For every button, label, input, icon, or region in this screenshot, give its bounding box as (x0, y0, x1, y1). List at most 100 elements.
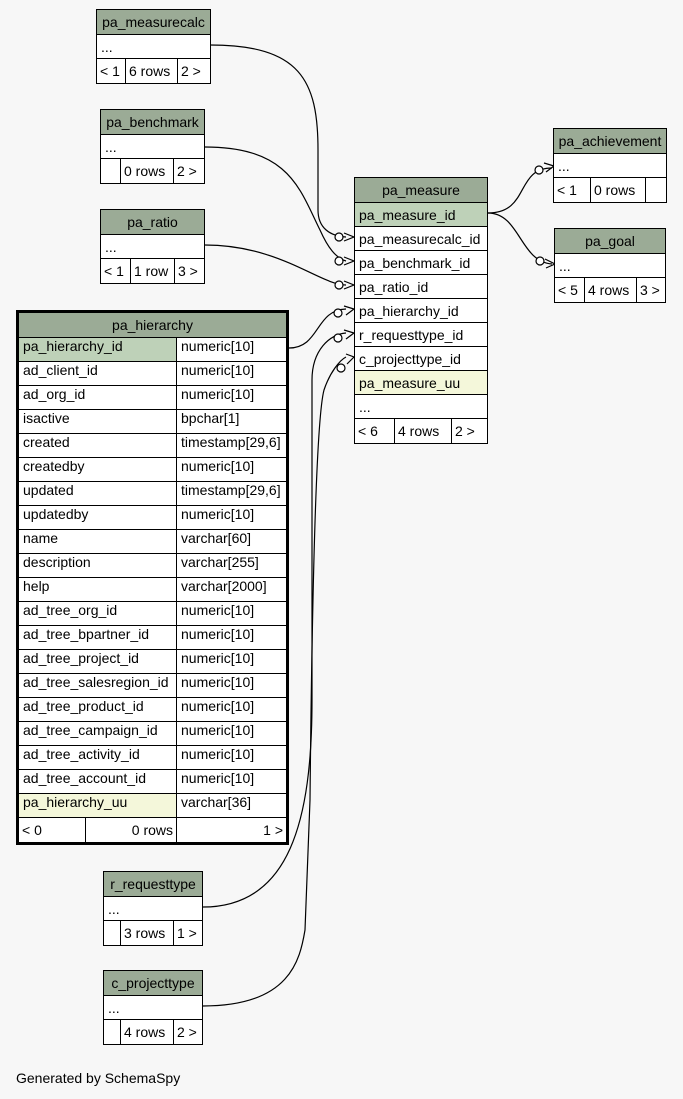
optional-marker (535, 256, 545, 266)
column-name: updatedby (19, 506, 177, 529)
column-fk: c_projecttype_id (355, 347, 487, 371)
children-count[interactable]: 2 > (177, 1024, 197, 1040)
table-footer: < 0 0 rows 1 > (19, 818, 286, 842)
table-pa-hierarchy[interactable]: pa_hierarchy pa_hierarchy_id numeric[10]… (16, 310, 289, 845)
column-type: numeric[10] (181, 458, 255, 474)
table-pa-achievement[interactable]: pa_achievement ... < 1 0 rows (553, 128, 667, 203)
parents-count[interactable] (101, 159, 121, 183)
row-count: 4 rows (585, 278, 637, 302)
column-name: ad_tree_org_id (19, 602, 177, 625)
parents-count[interactable]: < 1 (101, 259, 131, 283)
column-type: numeric[10] (181, 506, 255, 522)
column-ellipsis: ... (97, 35, 210, 59)
table-title[interactable]: r_requesttype (104, 872, 202, 897)
children-count[interactable]: 3 > (640, 282, 660, 298)
row-count: 4 rows (121, 1020, 174, 1044)
table-pa-measurecalc[interactable]: pa_measurecalc ... < 1 6 rows 2 > (96, 9, 211, 84)
children-count[interactable] (646, 178, 666, 202)
table-title[interactable]: pa_goal (555, 229, 665, 254)
table-title[interactable]: pa_measure (355, 178, 487, 203)
column-ellipsis: ... (101, 135, 204, 159)
parents-count[interactable]: < 1 (97, 59, 126, 83)
column-name: ad_tree_account_id (19, 770, 177, 793)
optional-marker (336, 363, 346, 373)
parents-count[interactable]: < 1 (554, 178, 591, 202)
table-title[interactable]: pa_achievement (554, 129, 666, 154)
children-count[interactable]: 2 > (455, 423, 475, 439)
column-type: numeric[10] (181, 770, 255, 786)
edge-goal (487, 212, 553, 265)
column-type: varchar[36] (181, 794, 252, 810)
table-pa-measure[interactable]: pa_measure pa_measure_id pa_measurecalc_… (354, 177, 488, 444)
children-count[interactable]: 2 > (181, 63, 201, 79)
children-count[interactable]: 3 > (178, 263, 198, 279)
row-count: 4 rows (395, 419, 452, 443)
table-title[interactable]: pa_benchmark (101, 110, 204, 135)
parents-count[interactable] (104, 1020, 121, 1044)
edge-benchmark (204, 146, 347, 262)
column-name: name (19, 530, 177, 553)
table-footer: < 6 4 rows 2 > (355, 419, 487, 443)
column-row: pa_hierarchy_uu varchar[36] (19, 794, 286, 818)
parents-count[interactable]: < 0 (19, 818, 86, 842)
column-type: numeric[10] (181, 602, 255, 618)
column-fk: pa_ratio_id (355, 275, 487, 299)
children-count[interactable]: 2 > (177, 163, 197, 179)
column-type: numeric[10] (181, 746, 255, 762)
table-pa-ratio[interactable]: pa_ratio ... < 1 1 row 3 > (100, 209, 205, 284)
parents-count[interactable]: < 5 (555, 278, 585, 302)
column-ellipsis: ... (104, 897, 202, 921)
optional-marker (333, 333, 343, 343)
column-name: ad_tree_activity_id (19, 746, 177, 769)
column-name: ad_tree_campaign_id (19, 722, 177, 745)
table-c-projecttype[interactable]: c_projecttype ... 4 rows 2 > (103, 970, 203, 1045)
generated-by-label: Generated by SchemaSpy (16, 1070, 181, 1086)
row-count: 0 rows (591, 178, 646, 202)
table-title[interactable]: pa_ratio (101, 210, 204, 235)
column-row: pa_hierarchy_id numeric[10] (19, 338, 286, 362)
table-r-requesttype[interactable]: r_requesttype ... 3 rows 1 > (103, 871, 203, 946)
table-footer: < 5 4 rows 3 > (555, 278, 665, 302)
table-pa-benchmark[interactable]: pa_benchmark ... 0 rows 2 > (100, 109, 205, 184)
children-count[interactable]: 1 > (177, 925, 197, 941)
parents-count[interactable] (104, 921, 121, 945)
table-footer: 0 rows 2 > (101, 159, 204, 183)
column-ellipsis: ... (355, 395, 487, 419)
table-title[interactable]: pa_hierarchy (19, 313, 286, 338)
children-count[interactable]: 1 > (263, 822, 283, 838)
column-name: pa_hierarchy_uu (19, 794, 177, 817)
column-type: numeric[10] (181, 626, 255, 642)
table-footer: < 1 1 row 3 > (101, 259, 204, 283)
row-count: 6 rows (126, 59, 178, 83)
table-pa-goal[interactable]: pa_goal ... < 5 4 rows 3 > (554, 228, 666, 303)
crowsfoot-marker (343, 305, 356, 316)
column-ellipsis: ... (104, 996, 202, 1020)
row-count: 3 rows (121, 921, 174, 945)
row-count: 1 row (131, 259, 175, 283)
column-name: created (19, 434, 177, 457)
column-name: help (19, 578, 177, 601)
column-name: ad_tree_project_id (19, 650, 177, 673)
table-title[interactable]: c_projecttype (104, 971, 202, 996)
optional-marker (333, 308, 343, 318)
column-fk: pa_measurecalc_id (355, 227, 487, 251)
column-name: pa_hierarchy_id (19, 338, 177, 361)
column-type: numeric[10] (181, 386, 255, 402)
column-type: varchar[60] (181, 530, 252, 546)
table-footer: < 1 6 rows 2 > (97, 59, 210, 83)
table-footer: < 1 0 rows (554, 178, 666, 202)
table-title[interactable]: pa_measurecalc (97, 10, 210, 35)
parents-count[interactable]: < 6 (355, 419, 395, 443)
column-fk: r_requesttype_id (355, 323, 487, 347)
column-type: timestamp[29,6] (181, 434, 281, 450)
